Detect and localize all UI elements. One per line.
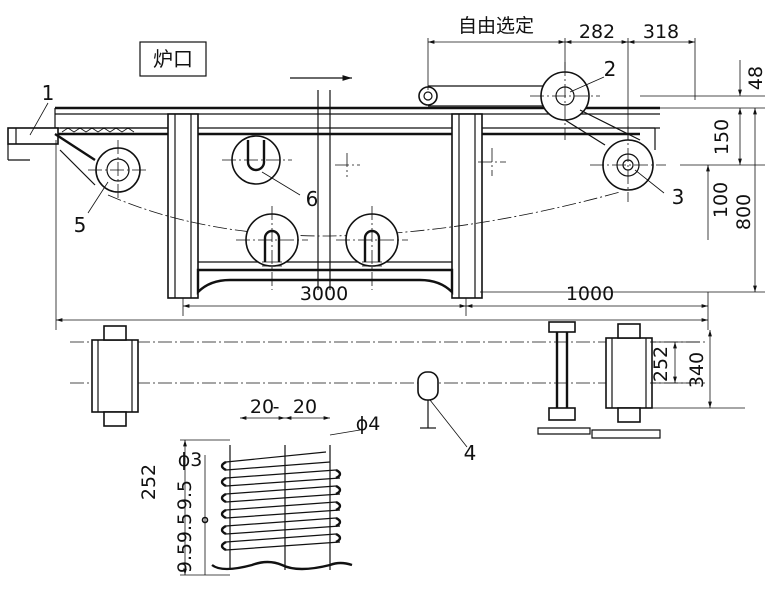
callout-6: 6 (306, 187, 319, 211)
elevation-view (7, 62, 666, 299)
dim-9-5-c: 9.5 (174, 543, 196, 573)
callout-5: 5 (74, 213, 87, 237)
dim-252: 252 (650, 346, 672, 382)
right-roller (605, 337, 653, 409)
dim-282: 282 (579, 21, 615, 43)
dim-20-left: 20 (250, 396, 274, 418)
bottom-frame (196, 268, 454, 295)
dim-9-5-b: 9.5 (174, 513, 196, 543)
dim-48: 48 (745, 66, 767, 90)
labels: 炉口 自由选定 282 318 48 150 100 800 3000 1000… (42, 15, 767, 573)
dim-3000: 3000 (300, 283, 348, 305)
dim-phi3: ϕ3 (178, 449, 203, 471)
dim-150: 150 (711, 119, 733, 155)
dim-9-5-a: 9.5 (174, 480, 196, 510)
left-post (167, 113, 199, 299)
dim-dash: - (273, 396, 280, 418)
fitting-4 (417, 371, 439, 401)
free-choice-label: 自由选定 (458, 15, 534, 37)
dim-1000: 1000 (566, 283, 614, 305)
dim-340: 340 (686, 352, 708, 388)
left-roller (91, 339, 139, 413)
right-post (451, 113, 483, 299)
dim-252-detail: 252 (138, 464, 160, 500)
dim-20-right: 20 (293, 396, 317, 418)
dim-phi4: ϕ4 (356, 413, 381, 435)
callout-3: 3 (672, 185, 685, 209)
dim-100: 100 (710, 182, 732, 218)
furnace-mouth-box (139, 41, 207, 77)
callout-4: 4 (464, 441, 477, 465)
dim-318: 318 (643, 21, 679, 43)
furnace-mouth-label: 炉口 (153, 47, 193, 71)
callout-1: 1 (42, 81, 55, 105)
mesh-detail (201, 445, 353, 571)
dim-800: 800 (733, 194, 755, 230)
callout-2: 2 (604, 57, 617, 81)
dimension-lines (29, 38, 765, 576)
plan-view (70, 321, 705, 439)
